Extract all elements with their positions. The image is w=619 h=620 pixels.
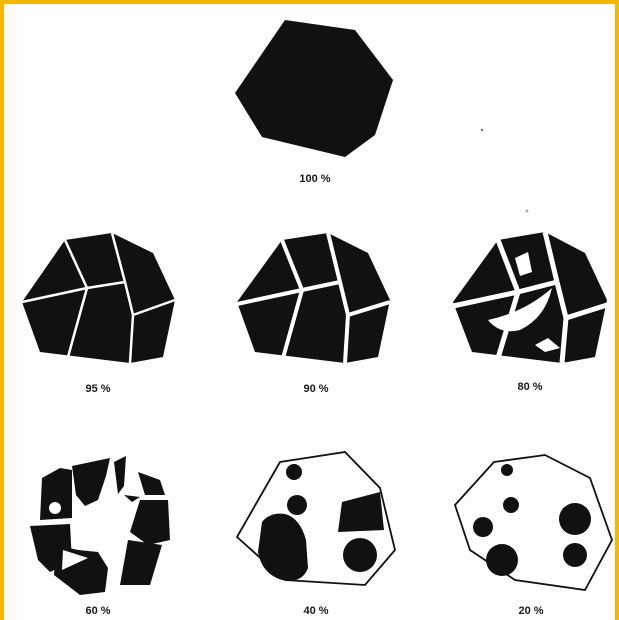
label-80-percent: 80 % [517, 381, 542, 393]
shape-95-percent [22, 233, 175, 363]
shape-80-percent [453, 232, 607, 363]
shape-40-percent [237, 452, 395, 585]
shape-60-percent [30, 456, 170, 595]
scan-speck [481, 129, 483, 131]
shape-100-percent [235, 20, 393, 157]
label-60-percent: 60 % [85, 605, 110, 617]
shape-90-percent [237, 233, 390, 363]
label-40-percent: 40 % [303, 605, 328, 617]
label-95-percent: 95 % [85, 383, 110, 395]
shape-20-percent [455, 455, 612, 590]
label-20-percent: 20 % [518, 605, 543, 617]
label-90-percent: 90 % [303, 383, 328, 395]
scan-speck [526, 210, 529, 213]
label-100-percent: 100 % [299, 173, 330, 185]
